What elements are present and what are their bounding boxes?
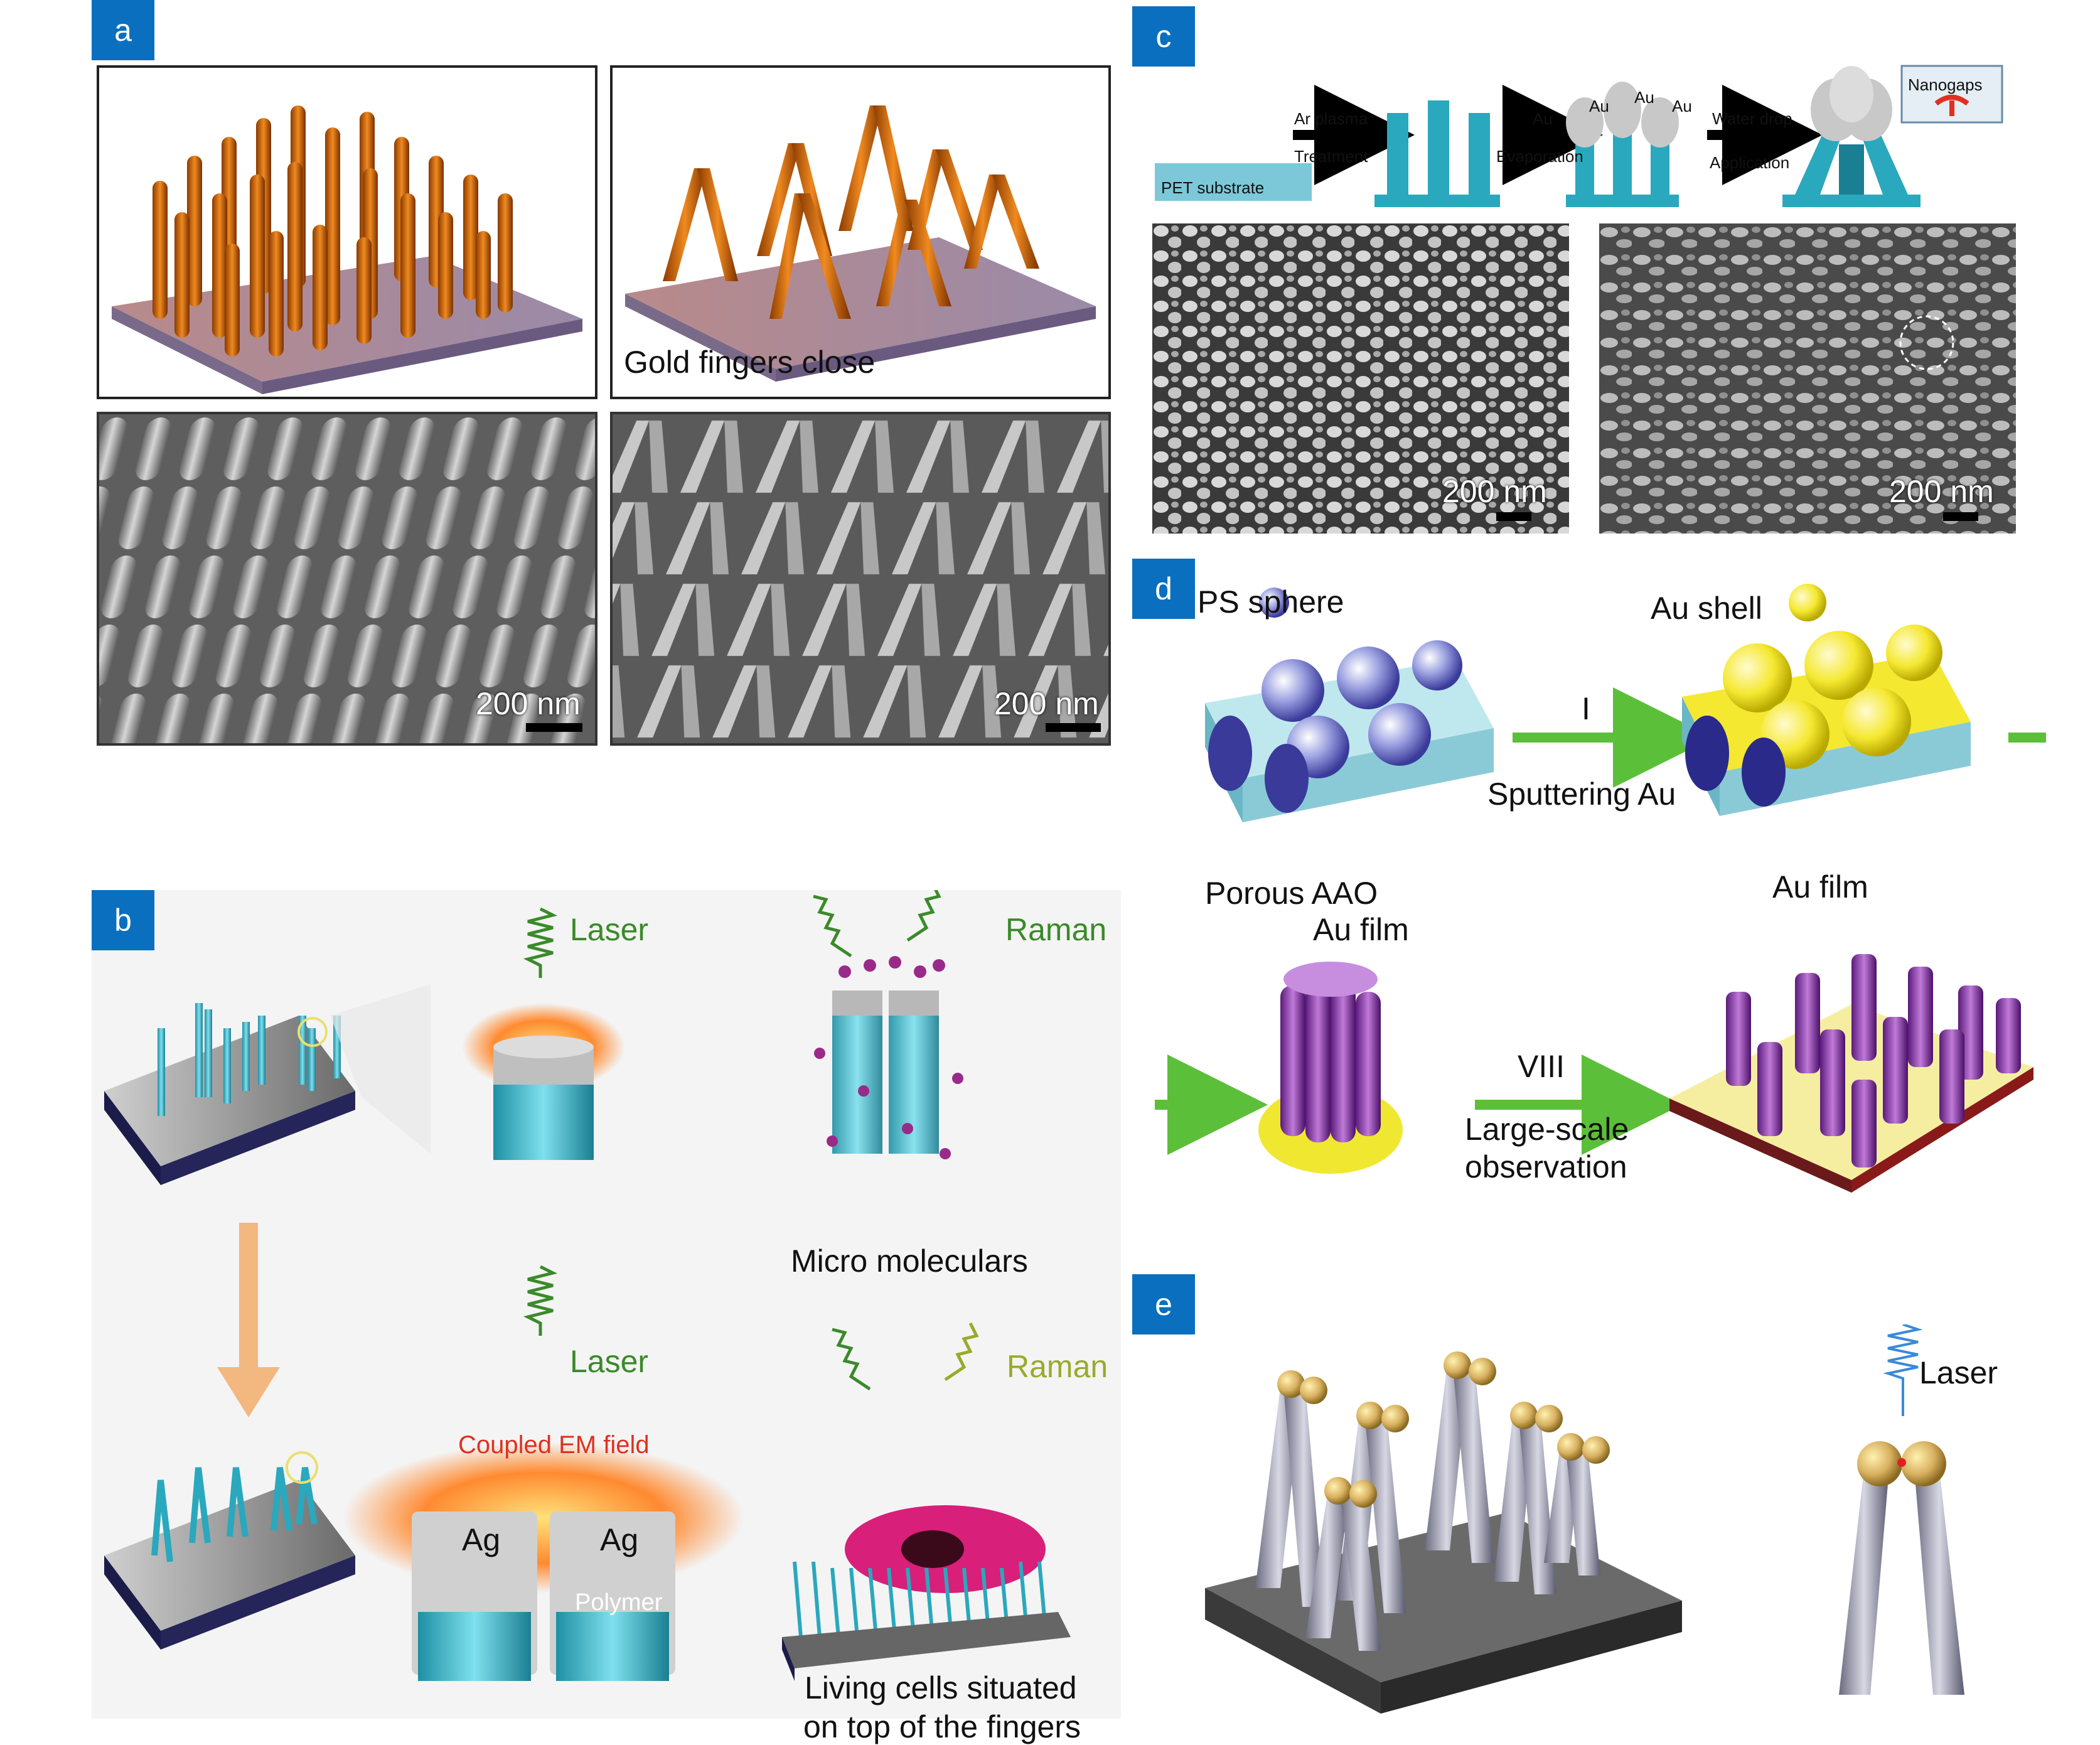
au-film-label-mid: Au film xyxy=(1313,912,1409,947)
sem-open-texture xyxy=(99,414,595,743)
large-scale-label-line1: Large-scale xyxy=(1465,1112,1629,1147)
living-cells-caption-line2: on top of the fingers xyxy=(803,1709,1081,1744)
panel-b-tag: b xyxy=(92,890,154,950)
laser-label-e: Laser xyxy=(1919,1355,1998,1390)
panel-a-tag: a xyxy=(92,0,154,60)
scale-bar-a-left xyxy=(526,723,582,732)
au-evap-label: Au xyxy=(1533,109,1553,128)
scale-label-a-right: 200 nm xyxy=(994,686,1099,721)
panel-c-process-graphic xyxy=(1155,65,2003,207)
raman-label-top: Raman xyxy=(1005,912,1107,947)
living-cells-caption-line1: Living cells situated xyxy=(805,1670,1077,1705)
panel-e-tag: e xyxy=(1132,1274,1195,1334)
scale-bar-c-left xyxy=(1496,512,1531,521)
scale-bar-c-right xyxy=(1943,512,1978,521)
application-label: Application xyxy=(1710,153,1790,172)
sem-image-c-left: 200 nm xyxy=(1152,223,1569,534)
scale-label-c-left: 200 nm xyxy=(1442,474,1547,509)
sem-grain-texture-right xyxy=(1599,223,2016,534)
au-particle-label-3: Au xyxy=(1672,97,1692,115)
pet-substrate-label: PET substrate xyxy=(1161,178,1265,197)
scale-bar-a-right xyxy=(1046,723,1101,732)
sem-image-open-fingers: 200 nm xyxy=(97,412,597,746)
nanofinger-array-closed-illustration: Gold fingers close xyxy=(610,65,1111,399)
scale-label-a-left: 200 nm xyxy=(476,686,581,721)
nanofinger-array-open-illustration xyxy=(97,65,597,399)
open-fingers-graphic xyxy=(112,105,582,394)
au-shell-label: Au shell xyxy=(1651,591,1762,626)
large-scale-label-line2: observation xyxy=(1465,1149,1627,1184)
au-film-label-right: Au film xyxy=(1772,869,1868,905)
porous-aao-label: Porous AAO xyxy=(1205,876,1378,911)
evaporation-label: Evaporation xyxy=(1496,147,1583,166)
nanogaps-label: Nanogaps xyxy=(1908,75,1983,94)
panel-c-tag: c xyxy=(1132,6,1195,67)
micro-moleculars-label: Micro moleculars xyxy=(791,1243,1028,1279)
au-particle-label-1: Au xyxy=(1589,97,1609,115)
step-viii-label: VIII xyxy=(1518,1049,1565,1084)
raman-label-bottom: Raman xyxy=(1007,1349,1108,1384)
ag-label-right: Ag xyxy=(600,1522,639,1557)
treatment-label: Treatment xyxy=(1294,147,1368,166)
ps-sphere-label: PS sphere xyxy=(1197,584,1344,620)
polymer-label: Polymer xyxy=(575,1589,663,1616)
au-particle-label-2: Au xyxy=(1634,88,1654,107)
closed-fingers-graphic xyxy=(625,105,1096,382)
sem-closed-texture xyxy=(613,414,1108,743)
ag-label-left: Ag xyxy=(462,1522,501,1557)
panel-d-tag: d xyxy=(1132,559,1195,619)
step-i-label: I xyxy=(1582,691,1590,726)
laser-label-top: Laser xyxy=(570,912,649,947)
sem-image-c-right: 200 nm xyxy=(1599,223,2016,534)
sputtering-au-label: Sputtering Au xyxy=(1487,776,1676,812)
laser-label-bottom: Laser xyxy=(570,1344,649,1379)
water-drop-label: Water drop xyxy=(1712,109,1792,128)
scale-label-c-right: 200 nm xyxy=(1889,474,1994,509)
sem-grain-texture-left xyxy=(1152,223,1569,534)
ar-plasma-label: Ar plasma xyxy=(1294,109,1368,128)
coupled-em-field-label: Coupled EM field xyxy=(458,1431,650,1459)
sem-image-closed-fingers: 200 nm xyxy=(610,412,1111,746)
panel-d-graphic xyxy=(1155,584,2046,1193)
panel-b-graphic xyxy=(104,890,1071,1681)
gold-fingers-close-caption: Gold fingers close xyxy=(624,345,876,380)
panel-e-graphic xyxy=(1205,1324,1964,1714)
